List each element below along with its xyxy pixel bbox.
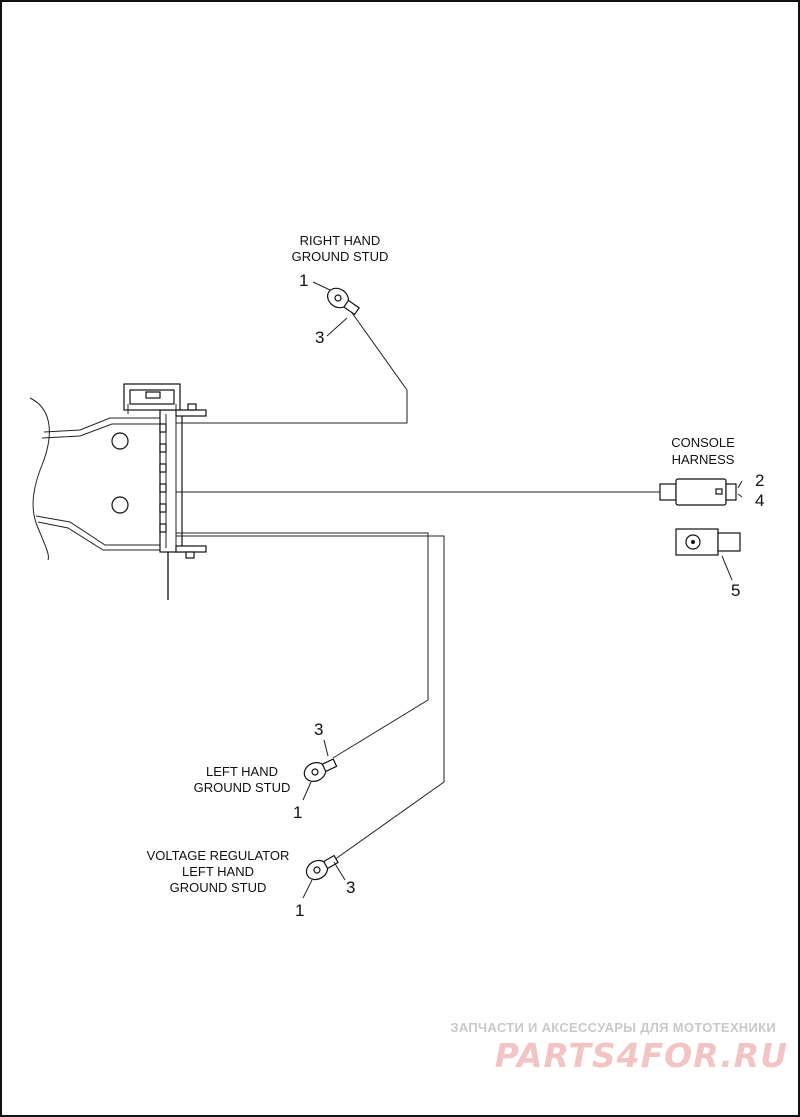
lh-ring-terminal: [303, 758, 338, 782]
console-harness-label-line1: CONSOLE: [671, 435, 735, 450]
callout-vr-ring: 1: [295, 901, 304, 920]
callout-rh-ring: 1: [299, 271, 308, 290]
callout-terminal-lock: 5: [731, 581, 740, 600]
watermark-logo: PARTS4FOR.RU: [495, 1036, 788, 1075]
vr-ground-wire: [176, 535, 445, 861]
terminal-lock: [675, 528, 741, 556]
console-harness-label-line2: HARNESS: [672, 452, 735, 467]
callout-rh-wire: 3: [315, 328, 324, 347]
vr-stud-label-line2: LEFT HAND: [182, 864, 254, 879]
lh-stud-label-line2: GROUND STUD: [194, 780, 291, 795]
rh-stud-label-line1: RIGHT HAND: [300, 233, 381, 248]
lh-ground-wire: [176, 532, 429, 759]
callout-lh-ring: 1: [293, 803, 302, 822]
callout-connector-2: 2: [755, 471, 764, 490]
console-connector: [659, 478, 737, 506]
callout-lh-wire: 3: [314, 720, 323, 739]
rh-ground-wire: [176, 309, 408, 424]
vr-stud-label-line3: GROUND STUD: [170, 880, 267, 895]
frame-section: [29, 383, 207, 600]
callout-connector-4: 4: [755, 491, 764, 510]
rh-stud-label-line2: GROUND STUD: [292, 249, 389, 264]
lh-stud-label-line1: LEFT HAND: [206, 764, 278, 779]
vr-stud-label-line1: VOLTAGE REGULATOR: [147, 848, 290, 863]
callout-vr-wire: 3: [346, 878, 355, 897]
vr-ring-terminal: [305, 854, 339, 881]
watermark-tagline: ЗАПЧАСТИ И АКСЕССУАРЫ ДЛЯ МОТОТЕХНИКИ: [450, 1020, 776, 1035]
rh-ring-terminal: [327, 287, 360, 316]
